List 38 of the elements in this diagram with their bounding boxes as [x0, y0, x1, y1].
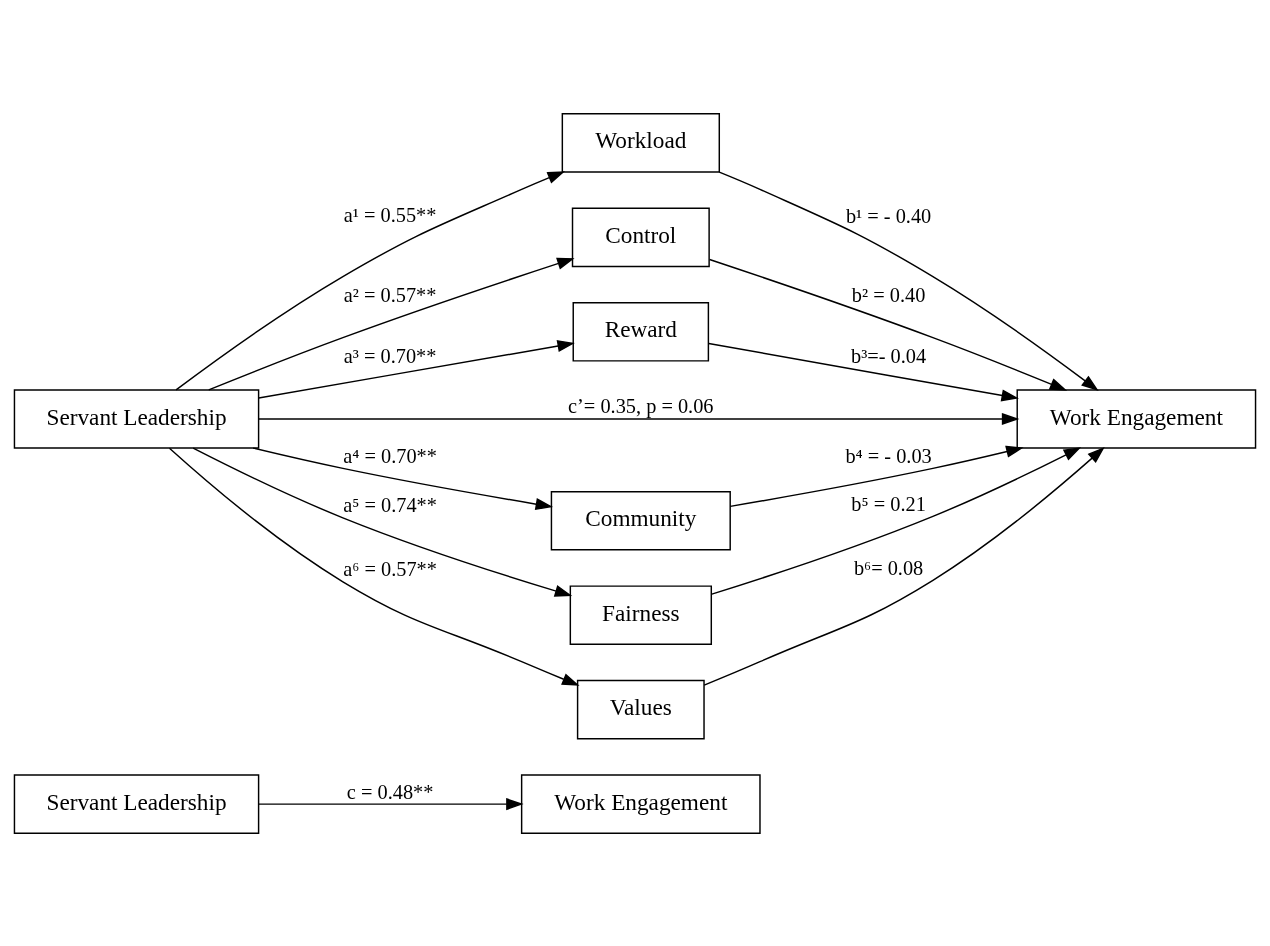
- arrow: [718, 170, 1099, 391]
- arrow: [703, 446, 1105, 686]
- node-box: Servant Leadership: [13, 773, 260, 834]
- node-box: Control: [571, 207, 710, 267]
- arrow: [258, 339, 575, 399]
- edge-label: a⁴ = 0.70**: [343, 444, 437, 467]
- edge-label: a⁵ = 0.74**: [343, 493, 437, 516]
- edge-label: b⁵ = 0.21: [851, 492, 926, 515]
- node-box: Servant Leadership: [13, 388, 260, 449]
- arrow: [258, 797, 524, 810]
- arrow: [168, 446, 580, 686]
- edge-label: c = 0.48**: [346, 780, 434, 803]
- arrow: [192, 446, 573, 597]
- arrow: [258, 412, 1020, 425]
- edge-label: a¹ = 0.55**: [343, 203, 437, 226]
- node-box: Work Engagement: [1016, 388, 1257, 449]
- edge-label: b⁴ = - 0.03: [845, 444, 932, 467]
- arrow: [708, 258, 1068, 391]
- arrow: [208, 257, 575, 391]
- arrow: [711, 446, 1082, 595]
- node-box: Fairness: [569, 584, 713, 645]
- edge-label: a³ = 0.70**: [343, 344, 437, 367]
- arrow: [252, 446, 554, 510]
- node-box: Reward: [572, 301, 710, 362]
- edge-label: c’= 0.35, p = 0.06: [568, 394, 714, 417]
- arrow: [175, 170, 566, 391]
- edge-label: b¹ = - 0.40: [845, 204, 932, 227]
- node-box: Community: [550, 490, 731, 551]
- node-box: Workload: [561, 112, 720, 173]
- arrow: [708, 342, 1019, 401]
- edge-label: b² = 0.40: [851, 283, 926, 306]
- edge-label: a⁶ = 0.57**: [343, 557, 437, 580]
- node-box: Values: [576, 679, 705, 739]
- edge-label: a² = 0.57**: [343, 283, 437, 306]
- edge-label: b⁶= 0.08: [853, 556, 924, 579]
- node-box: Work Engagement: [520, 773, 761, 834]
- edge-label: b³=- 0.04: [851, 344, 927, 367]
- arrow: [729, 445, 1024, 507]
